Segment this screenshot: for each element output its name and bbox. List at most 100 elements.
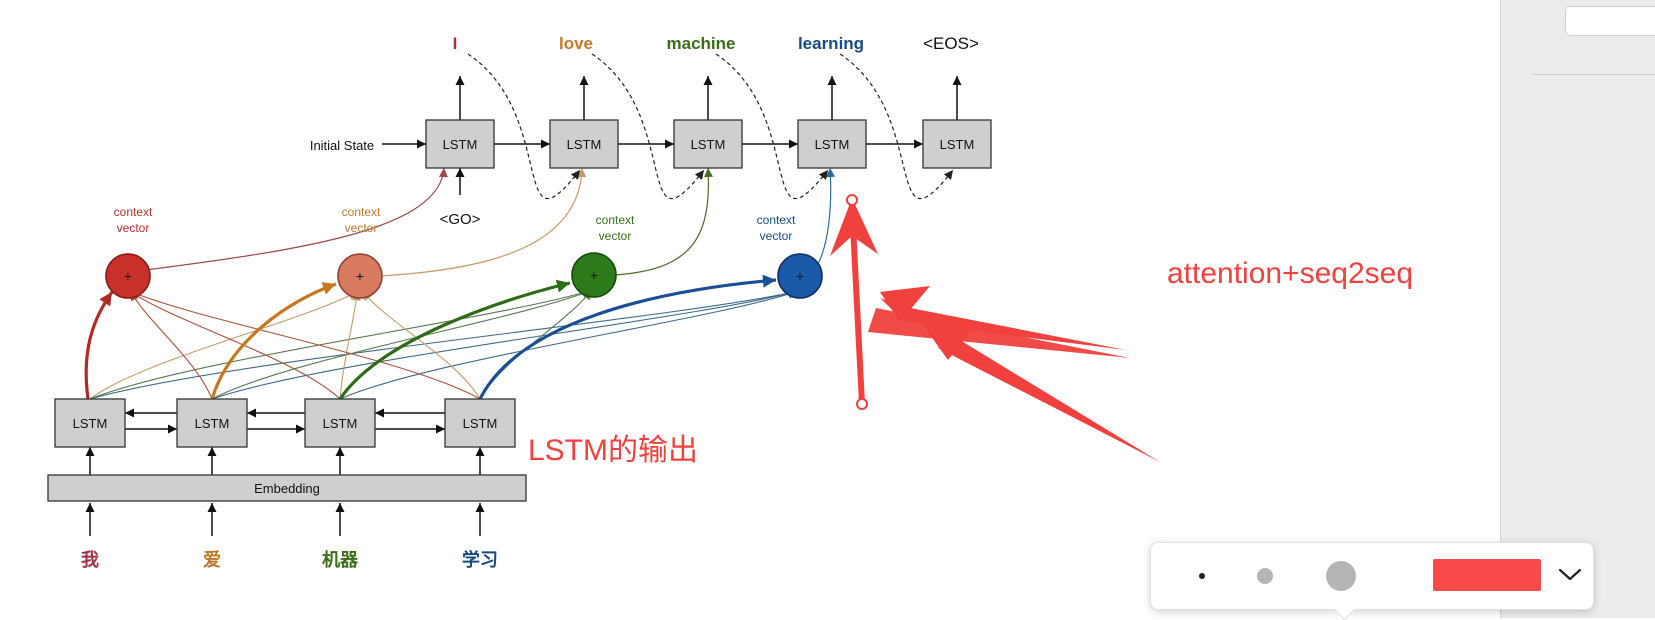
decoder-state-arrow-head: [541, 139, 550, 149]
decoder-lstm-4-box: [797, 119, 867, 169]
context-to-decoder-curve-head: [704, 168, 713, 178]
input-word: 机器: [322, 550, 359, 570]
decoder-output-arrow-head: [952, 76, 962, 85]
context-vector-node-2: [337, 253, 383, 299]
context-label: context: [596, 213, 635, 227]
pen-size-small-button[interactable]: [1199, 573, 1205, 579]
encoder-to-context-curve: [339, 290, 798, 400]
context-plus-sign: +: [124, 268, 132, 284]
encoder-to-context-curve: [130, 290, 341, 400]
context-vector-node-4: [777, 253, 823, 299]
annotation-toolbar: [1150, 542, 1594, 620]
encoder-to-context-curve: [89, 290, 798, 400]
pen-size-large-button[interactable]: [1326, 561, 1356, 591]
annotation-vertical-arrow-shaft: [849, 205, 865, 405]
decoder-state-arrow-head: [789, 139, 798, 149]
chevron-down-icon: [1558, 568, 1582, 581]
decoder-lstm-5-label: LSTM: [940, 137, 975, 152]
annotation-arrow-upper-shaft: [868, 308, 1130, 358]
context-to-decoder-curve-head: [438, 168, 448, 178]
highlighted-attention-curve: [210, 282, 337, 400]
decoder-lstm-5-box: [922, 119, 992, 169]
encoder-to-context-curve: [211, 290, 798, 400]
diagram-edges: [84, 53, 962, 536]
encoder-lstm-2-label: LSTM: [195, 416, 230, 431]
context-to-decoder-curve: [145, 167, 445, 271]
encoder-lstm-3: LSTM: [304, 398, 376, 448]
context-to-decoder-curve: [379, 167, 583, 277]
decoder-output-arrow-head: [455, 76, 465, 85]
color-swatch-button[interactable]: [1433, 559, 1541, 591]
highlighted-attention-curve: [338, 281, 571, 400]
decoder-state-arrow-head: [914, 139, 923, 149]
context-plus-sign: +: [356, 268, 364, 284]
highlighted-attention-curve-head: [762, 274, 776, 288]
color-dropdown-button[interactable]: [1556, 561, 1584, 589]
context-plus-sign: +: [796, 268, 804, 284]
context-label: context: [114, 205, 153, 219]
pen-size-medium-button[interactable]: [1257, 568, 1273, 584]
go-token-arrow-head: [455, 168, 465, 177]
decoder-lstm-1-box: [425, 119, 495, 169]
decoder-output-arrow-head: [703, 76, 713, 85]
encoder-to-context-curve: [130, 290, 481, 400]
annotation-attention-text: attention+seq2seq: [1167, 257, 1413, 290]
input-to-embedding-arrow-head: [207, 503, 217, 512]
output-word: I: [453, 34, 458, 53]
feedback-dashed-curve: [715, 53, 829, 199]
highlighted-attention-curve-head: [99, 292, 112, 307]
encoder-to-context-curve: [362, 291, 481, 400]
feedback-dashed-curve-head: [818, 170, 828, 180]
output-word: love: [559, 34, 593, 53]
encoder-to-context-curve: [211, 289, 592, 400]
encoder-backward-arrow-head: [125, 408, 134, 418]
encoder-lstm-2-box: [176, 398, 248, 448]
decoder-lstm-2: LSTM: [549, 119, 619, 169]
encoder-lstm-1: LSTM: [54, 398, 126, 448]
context-label: vector: [599, 229, 632, 243]
context-plus-sign: +: [590, 267, 598, 283]
encoder-to-context-curve: [479, 290, 592, 400]
highlighted-attention-curve-head: [555, 279, 570, 293]
initial-state-label: Initial State: [310, 138, 374, 153]
decoder-lstm-1-label: LSTM: [443, 137, 478, 152]
context-vector-node-3: [571, 252, 617, 298]
context-label: vector: [345, 221, 378, 235]
output-word: <EOS>: [923, 34, 979, 53]
context-label: context: [342, 205, 381, 219]
context-label: context: [757, 213, 796, 227]
feedback-dashed-curve: [591, 53, 705, 199]
encoder-to-context-curve: [89, 290, 358, 400]
annotation-arrow-lower-shaft: [938, 334, 1160, 462]
highlighted-attention-curve: [478, 278, 777, 400]
encoder-to-context-curve: [339, 291, 358, 400]
encoder-forward-arrow-head: [296, 424, 305, 434]
panel-text-field[interactable]: [1565, 6, 1655, 36]
embedding-to-encoder-arrow-head: [335, 447, 345, 456]
context-label: vector: [117, 221, 150, 235]
context-to-decoder-curve-head: [577, 168, 587, 178]
annotation-handle: [856, 398, 868, 410]
context-to-decoder-curve: [613, 167, 710, 276]
embedding-bar: [47, 474, 527, 502]
encoder-backward-arrow-head: [247, 408, 256, 418]
encoder-to-context-curve: [89, 289, 592, 400]
encoder-lstm-1-label: LSTM: [73, 416, 108, 431]
input-word: 我: [81, 550, 99, 570]
decoder-lstm-4-label: LSTM: [815, 137, 850, 152]
decoder-lstm-4: LSTM: [797, 119, 867, 169]
annotation-arrow-lower-head: [918, 318, 978, 360]
decoder-state-arrow-head: [665, 139, 674, 149]
encoder-lstm-3-label: LSTM: [323, 416, 358, 431]
feedback-dashed-curve: [839, 53, 954, 199]
decoder-lstm-1: LSTM: [425, 119, 495, 169]
panel-divider: [1531, 74, 1655, 75]
decoder-lstm-3-box: [673, 119, 743, 169]
output-word: learning: [798, 34, 864, 53]
context-to-decoder-curve: [817, 167, 832, 265]
highlighted-attention-curve-head: [321, 282, 336, 295]
decoder-output-arrow-head: [827, 76, 837, 85]
feedback-dashed-curve-head: [694, 170, 704, 180]
